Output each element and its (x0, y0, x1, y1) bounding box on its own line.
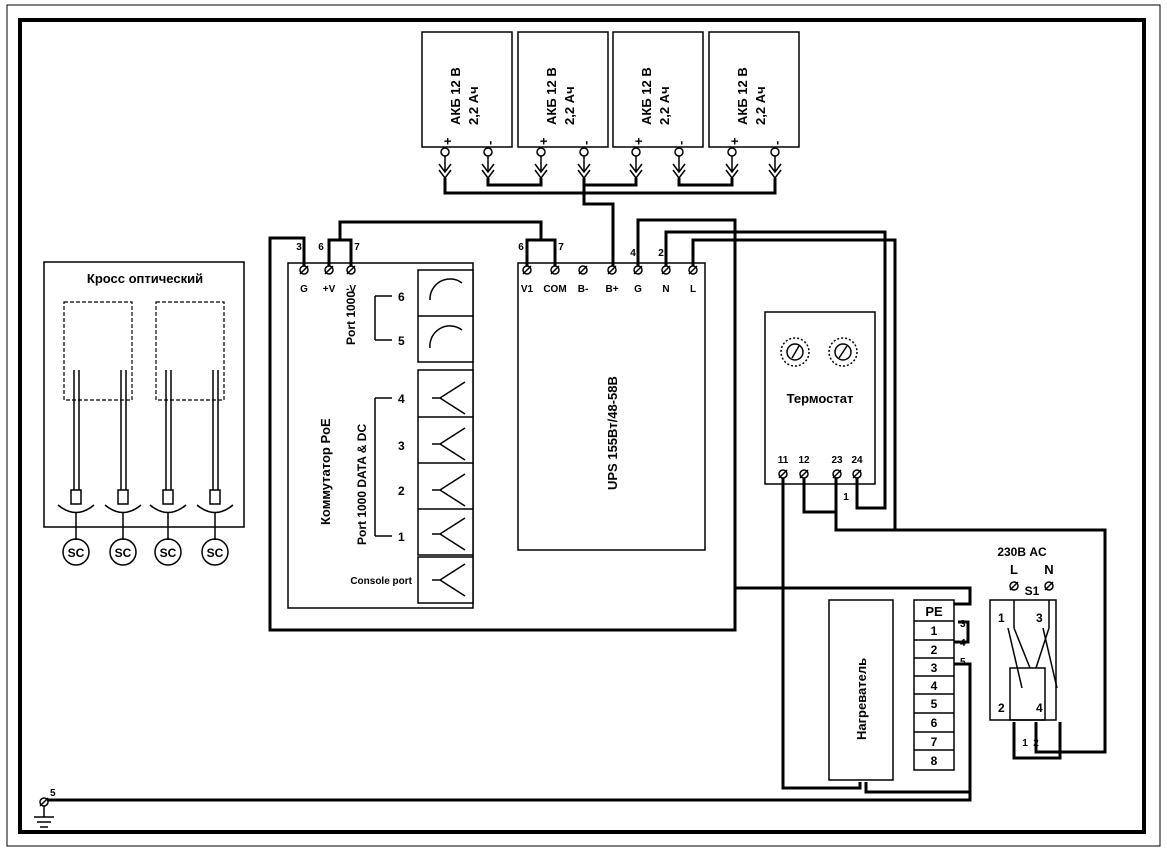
poe-terminal-minus-v: -V (346, 284, 356, 295)
ups-wire-num-7: 7 (558, 242, 564, 253)
terminal-wire-num-3: 3 (960, 619, 966, 630)
terminal-row-2: 2 (931, 643, 938, 657)
thermostat-title: Термостат (787, 391, 854, 406)
battery-2-minus: - (578, 141, 593, 145)
battery-3-line1: АКБ 12 В (639, 67, 654, 125)
ups-terminal-b-plus: B+ (605, 284, 618, 295)
battery-3-plus: + (631, 137, 646, 145)
ups-title: UPS 155Вт/48-58В (605, 376, 620, 490)
ups-wire-num-6: 6 (518, 242, 524, 253)
console-port-label: Console port (350, 576, 412, 587)
sc-connector-4: SC (207, 546, 224, 560)
data-port-4: 4 (398, 392, 405, 406)
battery-3-minus: - (673, 141, 688, 145)
wires (48, 204, 1107, 802)
terminal-row-8: 8 (931, 754, 938, 768)
breaker-s1: 230В AC L N S1 1 3 2 4 1 2 (989, 545, 1058, 749)
battery-4-line2: 2,2 Ач (753, 86, 768, 125)
battery-1: АКБ 12 В 2,2 Ач + - (421, 31, 513, 148)
ups-terminal-v1: V1 (521, 284, 534, 295)
sfp-port-group-label: Port 1000 (344, 291, 358, 345)
battery-4-line1: АКБ 12 В (735, 67, 750, 125)
terminal-block: PE 1 2 3 4 5 6 7 8 3 4 5 (913, 599, 966, 771)
poe-wire-num-3: 3 (296, 242, 302, 253)
terminal-row-6: 6 (931, 716, 938, 730)
optical-cross: Кросс оптический SC SC SC SC (43, 261, 245, 566)
breaker-contact-4: 4 (1036, 701, 1043, 715)
poe-wire-num-7: 7 (354, 242, 360, 253)
thermostat-terminal-12: 12 (798, 455, 810, 466)
thermostat-terminal-11: 11 (778, 455, 789, 466)
breaker-name: S1 (1025, 584, 1040, 598)
battery-3-line2: 2,2 Ач (657, 86, 672, 125)
ups-unit: UPS 155Вт/48-58В V1 COM B- B+ G N L 6 7 … (517, 242, 706, 551)
supply-label: 230В AC (997, 545, 1047, 559)
ups-terminal-g: G (634, 284, 642, 295)
terminal-row-1: 1 (931, 624, 938, 638)
thermostat-wire-num-1: 1 (843, 492, 849, 503)
terminal-row-3: 3 (931, 661, 938, 675)
terminal-row-5: 5 (931, 697, 938, 711)
thermostat: Термостат 11 12 23 24 1 (764, 311, 876, 503)
sfp-port-5: 5 (398, 334, 405, 348)
ups-wire-num-4: 4 (630, 248, 636, 259)
ups-terminal-l: L (690, 284, 696, 295)
battery-4: АКБ 12 В 2,2 Ач + - (708, 31, 800, 148)
battery-1-line1: АКБ 12 В (448, 67, 463, 125)
heater: Нагреватель (828, 599, 894, 781)
data-port-3: 3 (398, 439, 405, 453)
breaker-contact-3: 3 (1036, 611, 1043, 625)
breaker-contact-2: 2 (998, 701, 1005, 715)
inner-frame (18, 18, 1146, 834)
battery-wires (443, 178, 777, 270)
battery-3: АКБ 12 В 2,2 Ач + - (612, 31, 704, 148)
sc-connector-1: SC (68, 546, 85, 560)
breaker-contact-1: 1 (998, 611, 1005, 625)
ups-terminal-com: COM (543, 284, 566, 295)
breaker-bottom-1: 1 (1022, 738, 1028, 749)
data-port-group-label: Port 1000 DATA & DC (355, 424, 369, 545)
terminal-row-4: 4 (931, 679, 938, 693)
poe-terminal-g: G (300, 284, 308, 295)
terminal-row-7: 7 (931, 735, 938, 749)
heater-title: Нагреватель (854, 658, 869, 740)
battery-1-minus: - (482, 141, 497, 145)
battery-2-plus: + (536, 137, 551, 145)
breaker-n-label: N (1044, 562, 1053, 577)
battery-2: АКБ 12 В 2,2 Ач + - (517, 31, 609, 148)
poe-switch-title: Коммутатор PoE (318, 418, 333, 525)
terminal-block-pe: PE (925, 604, 943, 619)
ups-terminal-n: N (662, 284, 669, 295)
battery-2-line2: 2,2 Ач (562, 86, 577, 125)
sfp-port-6: 6 (398, 290, 405, 304)
sc-connector-2: SC (115, 546, 132, 560)
thermostat-terminal-23: 23 (831, 455, 843, 466)
battery-4-plus: + (727, 137, 742, 145)
data-port-2: 2 (398, 484, 405, 498)
poe-wire-num-6: 6 (318, 242, 324, 253)
battery-4-minus: - (769, 141, 784, 145)
battery-1-line2: 2,2 Ач (466, 86, 481, 125)
thermostat-terminal-24: 24 (851, 455, 863, 466)
battery-2-line1: АКБ 12 В (544, 67, 559, 125)
optical-cross-title: Кросс оптический (87, 271, 203, 286)
battery-terminals (438, 147, 782, 180)
poe-terminal-plus-v: +V (323, 284, 336, 295)
data-port-1: 1 (398, 530, 405, 544)
ups-wire-num-2: 2 (658, 248, 664, 259)
sc-connector-3: SC (160, 546, 177, 560)
breaker-l-label: L (1010, 562, 1018, 577)
poe-switch: Коммутатор PoE G +V -V 3 6 7 6 5 Port 10… (287, 242, 474, 609)
battery-1-plus: + (440, 137, 455, 145)
ground-symbol: 5 (34, 788, 56, 828)
ups-terminal-b-minus: B- (578, 284, 589, 295)
ground-wire-num-5: 5 (50, 788, 56, 799)
